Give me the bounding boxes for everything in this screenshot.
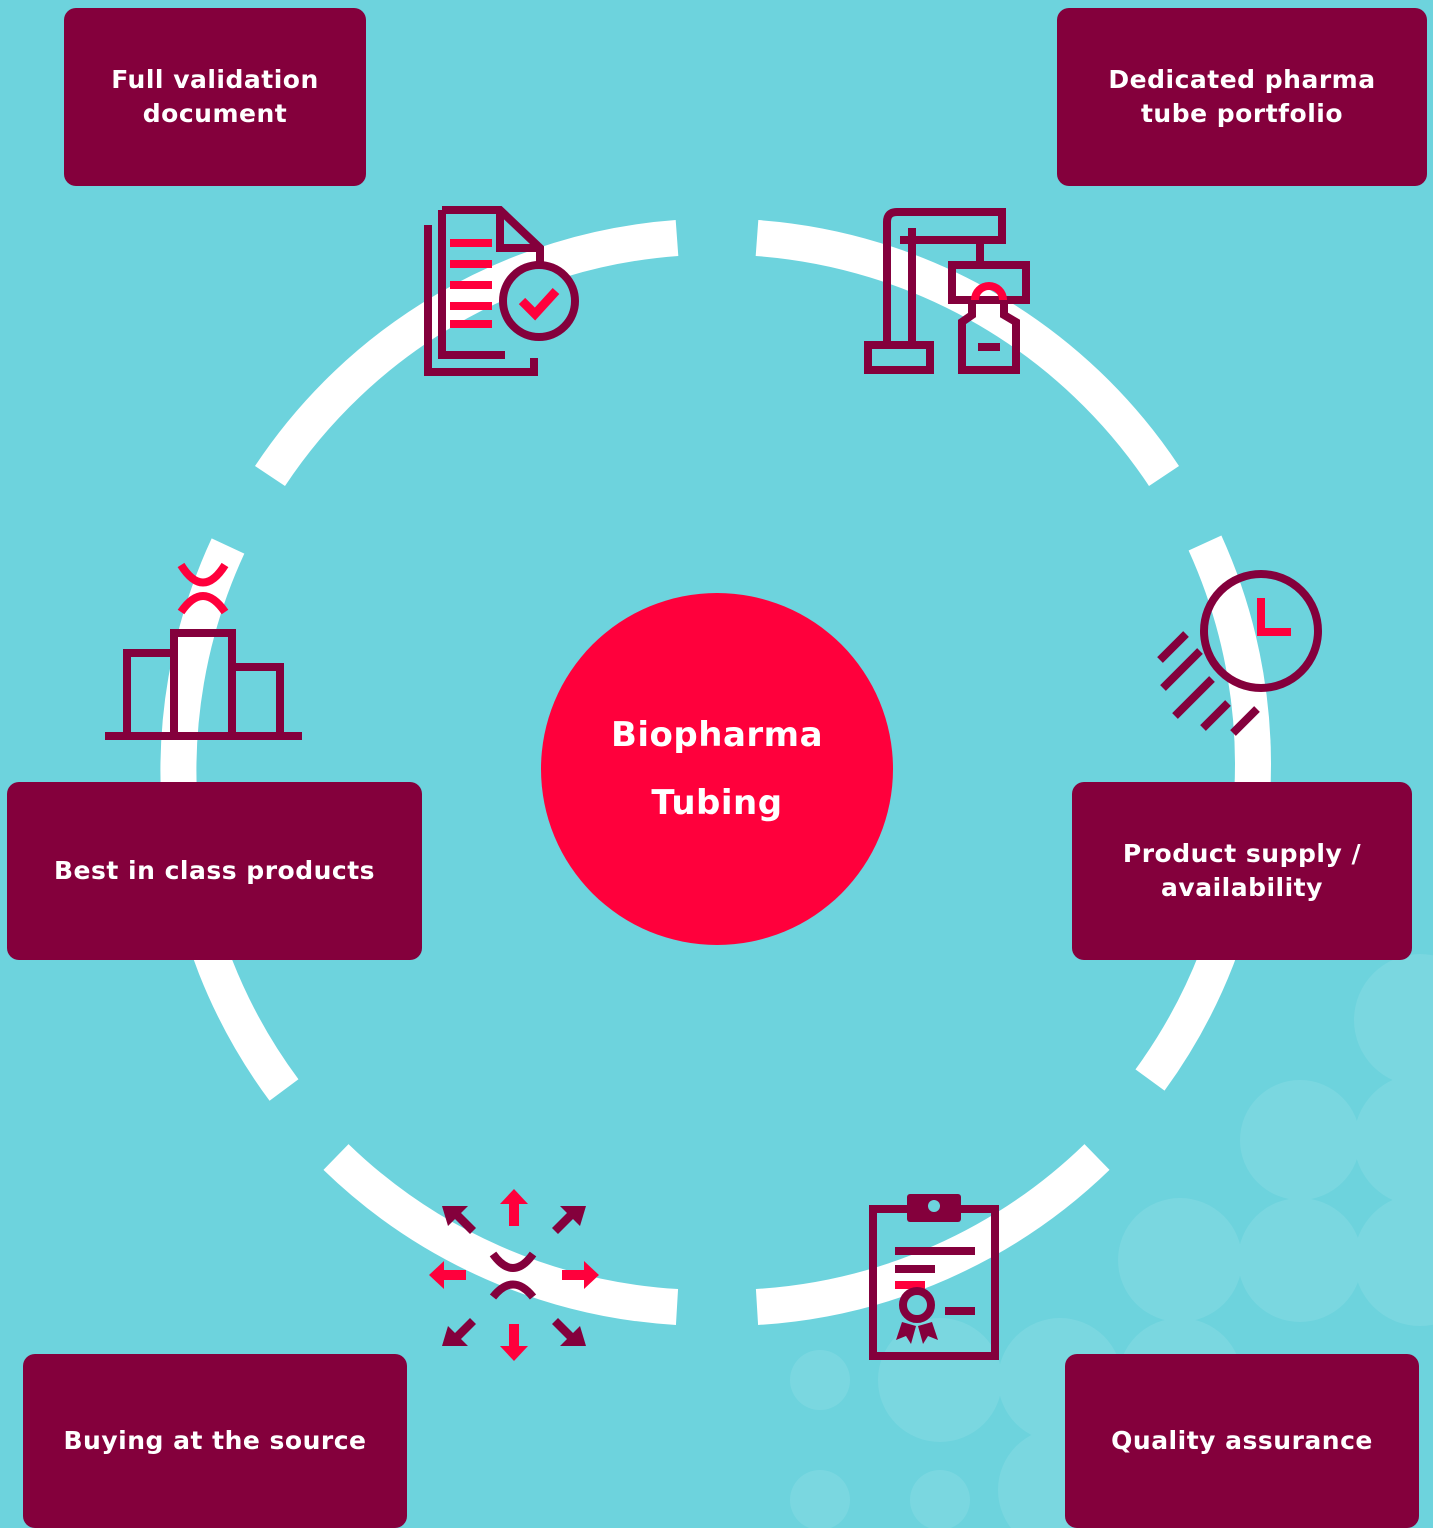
certificate-clipboard-icon <box>869 1194 999 1360</box>
feature-box-quality-assurance: Quality assurance <box>1065 1354 1419 1528</box>
ring-segment-bottom-left <box>323 1144 679 1325</box>
feature-box-best-in-class: Best in class products <box>7 782 422 960</box>
feature-box-full-validation: Full validation document <box>64 8 366 186</box>
feature-box-buying-at-source: Buying at the source <box>23 1354 407 1528</box>
podium-icon <box>105 562 302 740</box>
distribution-arrows-icon <box>429 1189 599 1361</box>
feature-box-dedicated-portfolio: Dedicated pharma tube portfolio <box>1057 8 1427 186</box>
fast-clock-icon <box>1157 570 1322 736</box>
ring-segment-top-right <box>755 220 1179 486</box>
ring-segment-bottom-right <box>755 1144 1110 1325</box>
validation-document-icon <box>424 206 579 376</box>
center-label: Biopharma Tubing <box>610 715 824 823</box>
feature-box-product-supply: Product supply / availability <box>1072 782 1412 960</box>
center-circle <box>541 593 893 945</box>
pharma-machine-icon <box>864 208 1030 374</box>
